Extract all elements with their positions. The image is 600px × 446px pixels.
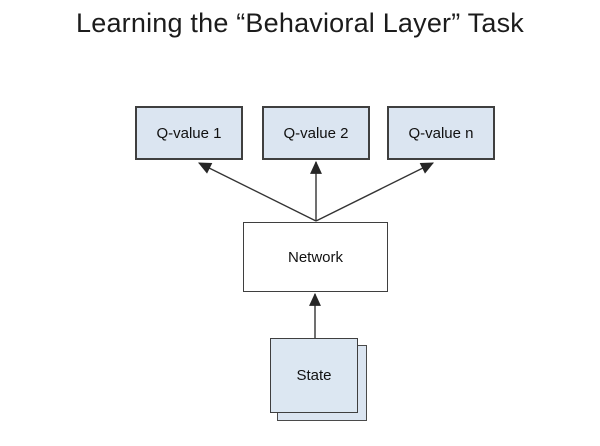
node-state: State: [270, 338, 358, 413]
node-q-value-n: Q-value n: [387, 106, 495, 160]
slide-title: Learning the “Behavioral Layer” Task: [76, 8, 524, 38]
node-q-value-1: Q-value 1: [135, 106, 243, 160]
node-q-value-1-label: Q-value 1: [156, 124, 222, 142]
node-network-label: Network: [287, 248, 343, 266]
node-network: Network: [243, 222, 388, 292]
arrow-network-to-qn: [315, 162, 434, 222]
node-state-label: State: [296, 367, 332, 384]
node-q-value-2: Q-value 2: [262, 106, 370, 160]
arrow-network-to-q1: [198, 162, 317, 222]
node-q-value-2-label: Q-value 2: [283, 124, 349, 142]
node-q-value-n-label: Q-value n: [408, 124, 474, 142]
